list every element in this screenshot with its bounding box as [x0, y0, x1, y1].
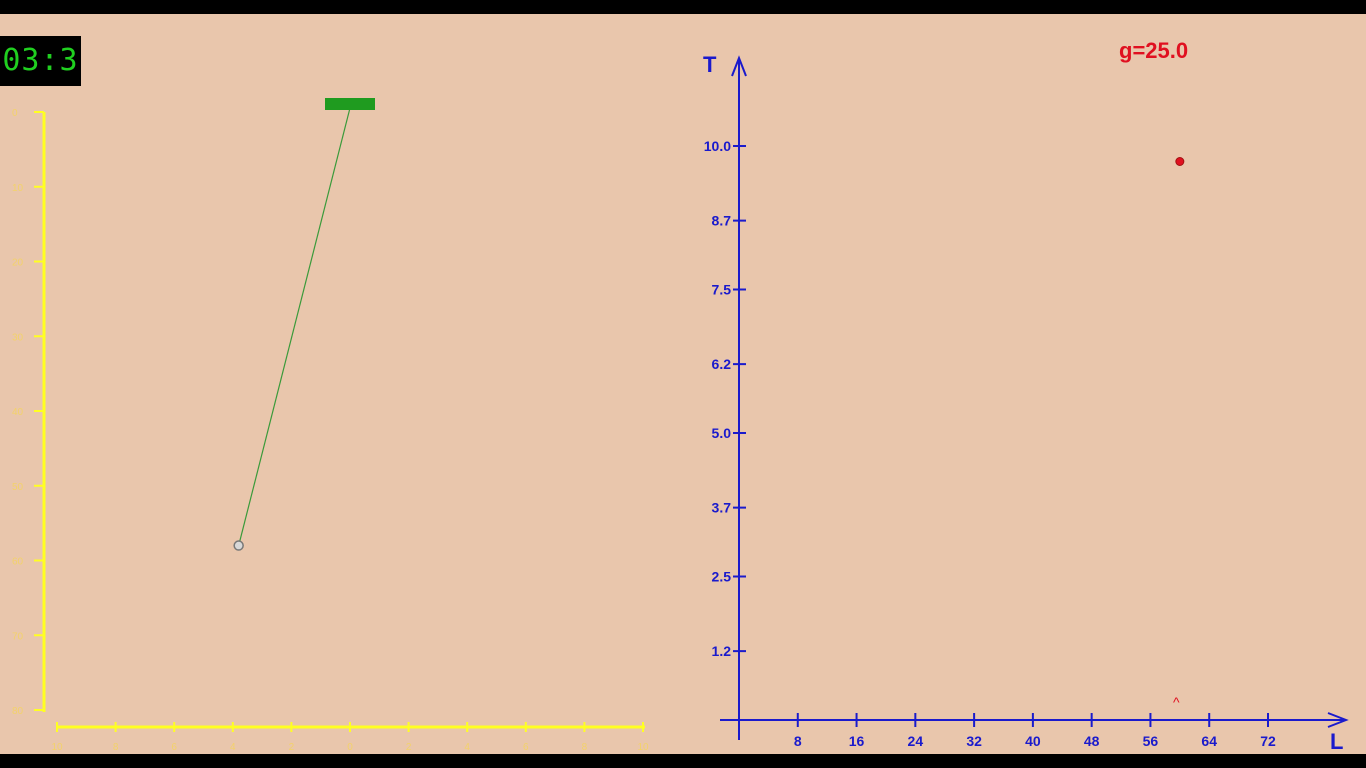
ruler-x-tick-label: 8 — [582, 742, 588, 753]
l-axis-label: L — [1330, 729, 1343, 754]
ruler-y-tick-label: 50 — [12, 482, 24, 493]
ruler-x-tick-label: 8 — [113, 742, 119, 753]
l-axis-tick-label: 32 — [966, 733, 982, 749]
l-axis-tick-label: 16 — [849, 733, 865, 749]
l-axis-arrow — [1327, 712, 1349, 728]
ruler-x-tick-label: 10 — [637, 742, 649, 753]
data-point — [1175, 156, 1185, 166]
t-axis-tick-label: 8.7 — [712, 213, 732, 229]
t-axis-tick-label: 7.5 — [712, 282, 732, 298]
timer-display: 03:3 — [0, 36, 81, 86]
ruler-x-tick-label: 4 — [464, 742, 470, 753]
ruler-y-tick-label: 30 — [12, 332, 24, 343]
ruler-y-tick-label: 40 — [12, 407, 24, 418]
simulation-canvas — [0, 14, 1366, 754]
t-axis-tick-label: 2.5 — [712, 569, 732, 585]
t-axis-arrow — [731, 55, 747, 77]
ruler-x-tick-label: 6 — [171, 742, 177, 753]
ruler-x-tick-label: 10 — [51, 742, 63, 753]
ruler-y-tick-label: 20 — [12, 258, 24, 269]
l-axis-tick-label: 8 — [794, 733, 802, 749]
gravity-label: g=25.0 — [1119, 38, 1189, 63]
ruler-y-tick-label: 60 — [12, 557, 24, 568]
pendulum-bob[interactable] — [233, 540, 244, 551]
t-axis-tick-label: 1.2 — [712, 643, 732, 659]
length-marker: ^ — [1173, 694, 1180, 710]
t-axis-tick-label: 10.0 — [704, 138, 731, 154]
ruler-y-tick-label: 0 — [12, 108, 18, 119]
ruler-x-tick-label: 0 — [347, 742, 353, 753]
ruler-y-tick-label: 70 — [12, 631, 24, 642]
period-length-graph: T L 1.2 2.5 3.7 5.0 6.2 7.5 8.7 10.0 8 16 24 32 40 4… — [703, 52, 1349, 754]
l-axis-tick-label: 72 — [1260, 733, 1276, 749]
t-axis-tick-label: 3.7 — [712, 500, 732, 516]
ruler-x-tick-label: 6 — [523, 742, 529, 753]
pivot-block — [325, 98, 375, 110]
ruler-x-tick-label: 4 — [230, 742, 236, 753]
l-axis-tick-label: 48 — [1084, 733, 1100, 749]
l-axis-tick-label: 56 — [1143, 733, 1159, 749]
ruler-x-tick-label: 2 — [289, 742, 295, 753]
l-axis-tick-label: 24 — [908, 733, 924, 749]
l-axis-tick-label: 40 — [1025, 733, 1041, 749]
l-axis-tick-label: 64 — [1201, 733, 1217, 749]
t-axis-tick-label: 6.2 — [712, 356, 732, 372]
ruler-y-tick-label: 10 — [12, 183, 24, 194]
ruler-x-tick-label: 2 — [406, 742, 412, 753]
pendulum-string — [238, 107, 351, 546]
t-axis-label: T — [703, 52, 717, 77]
ruler-y-tick-label: 80 — [12, 706, 24, 717]
t-axis-tick-label: 5.0 — [712, 425, 732, 441]
pendulum — [233, 98, 375, 551]
